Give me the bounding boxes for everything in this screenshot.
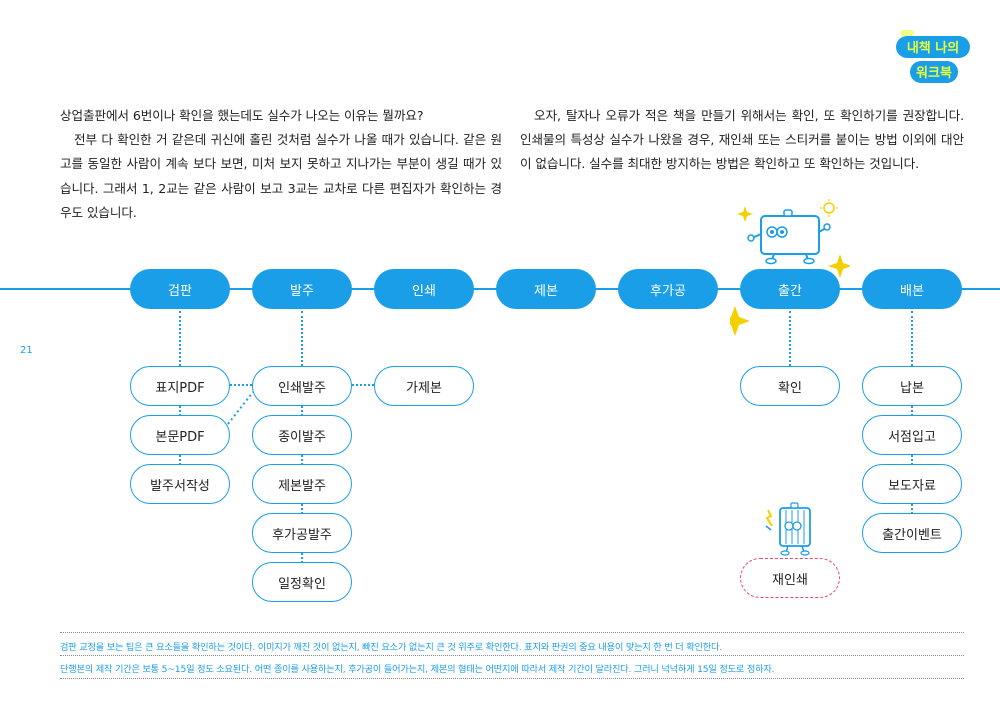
svg-text:워크북: 워크북 [916,66,952,81]
stage-publish: 출간 [740,269,840,309]
right-paragraph: 오자, 탈자나 오류가 적은 책을 만들기 위해서는 확인, 또 확인하기를 권… [520,104,964,177]
workbook-logo: 내책 나의 워크북 [894,30,974,88]
item-check: 확인 [740,366,840,406]
svg-text:내책 나의: 내책 나의 [907,40,959,56]
connector-distribute-3 [911,504,913,514]
connector-proof-2 [179,455,181,465]
paragraph-intro: 상업출판에서 6번이나 확인을 했는데도 실수가 나오는 이유는 뭘까요? [60,108,424,123]
reprint-mascot [765,502,811,556]
connector-body-to-print-order [227,391,254,425]
stage-finishing: 후가공 [618,269,718,309]
item-reprint: 재인쇄 [740,558,840,598]
connector-order-3 [301,504,303,514]
item-press-release: 보도자료 [862,464,962,504]
connector-order-2 [301,455,303,465]
stage-binding: 제본 [496,269,596,309]
stage-distribute: 배본 [862,269,962,309]
note-production-period: 단행본의 제작 기간은 보통 5~15일 정도 소요된다. 어떤 종이를 사용하… [60,664,775,675]
connector-order-4 [301,553,303,563]
item-cover-pdf: 표지PDF [130,366,230,406]
connector-distribute-2 [911,455,913,465]
item-launch-event: 출간이벤트 [862,513,962,553]
connector-distribute-1 [911,406,913,416]
item-body-pdf: 본문PDF [130,415,230,455]
item-schedule-check: 일정확인 [252,562,352,602]
note-proofing: 검판 교정을 보는 팁은 큰 요소들을 확인하는 것이다. 이미지가 깨진 것이… [60,642,723,653]
mascot-illustration [730,199,850,336]
connector-distribute [911,311,913,366]
item-order-form: 발주서작성 [130,464,230,504]
paragraph-body: 전부 다 확인한 거 같은데 귀신에 홀린 것처럼 실수가 나올 때가 있습니다… [60,132,502,220]
connector-proof [179,311,181,366]
stage-order: 발주 [252,269,352,309]
connector-cover-to-print-order [230,384,252,386]
connector-order-1 [301,406,303,416]
stage-print: 인쇄 [374,269,474,309]
item-print-order: 인쇄발주 [252,366,352,406]
connector-proof-1 [179,406,181,416]
item-bookstore-stock: 서점입고 [862,415,962,455]
left-paragraph: 상업출판에서 6번이나 확인을 했는데도 실수가 나오는 이유는 뭘까요? 전부… [60,104,502,225]
item-binding-order: 제본발주 [252,464,352,504]
note-divider-bottom [60,678,964,679]
connector-print-order-to-dummy [352,384,374,386]
connector-order [301,311,303,366]
item-finishing-order: 후가공발주 [252,513,352,553]
paragraph-body-right: 오자, 탈자나 오류가 적은 책을 만들기 위해서는 확인, 또 확인하기를 권… [520,108,964,172]
note-divider-middle [60,655,964,656]
page-number: 21 [20,345,33,356]
item-dummy-book: 가제본 [374,366,474,406]
connector-publish [789,311,791,366]
item-paper-order: 종이발주 [252,415,352,455]
note-divider-top [60,632,964,633]
stage-proof: 검판 [130,269,230,309]
item-legal-deposit: 납본 [862,366,962,406]
